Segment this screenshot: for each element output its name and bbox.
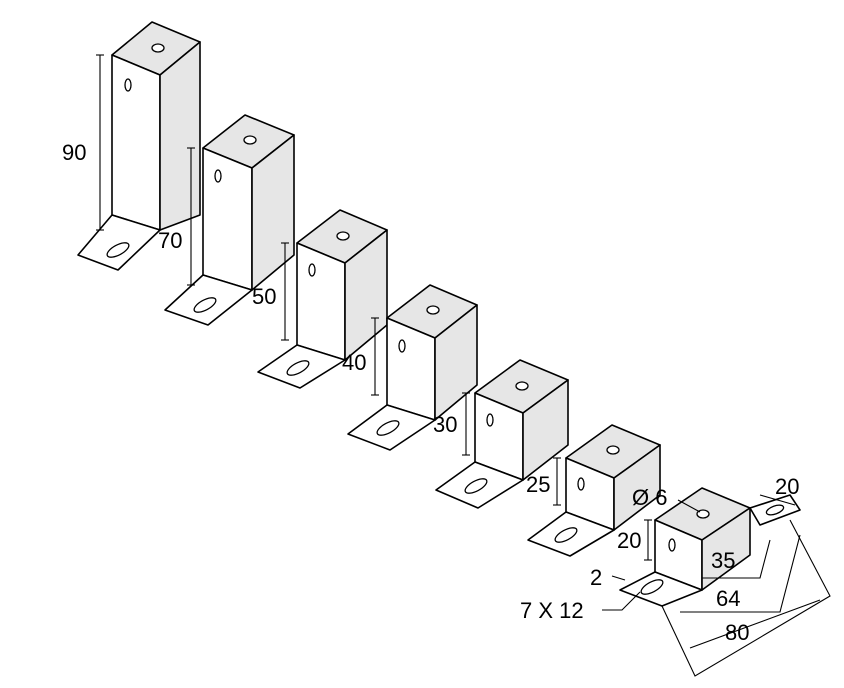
dim-slot: 7 X 12 [520,598,584,623]
height-label-25: 25 [526,472,550,497]
dim-hole-diameter: Ø 6 [632,485,667,510]
bracket-25 [527,424,661,557]
height-label-30: 30 [433,412,457,437]
dim-flange-width: 20 [775,474,799,499]
height-label-50: 50 [252,284,276,309]
bracket-20 [602,487,831,677]
height-label-40: 40 [342,350,366,375]
bracket-40 [347,284,478,451]
height-label-90: 90 [62,140,86,165]
dim-overall-width: 80 [725,620,749,645]
bracket-70 [164,114,295,326]
height-label-70: 70 [158,228,182,253]
bracket-30 [435,359,569,509]
bracket-50 [257,209,388,389]
height-label-20: 20 [617,528,641,553]
dim-thickness: 2 [590,565,602,590]
bracket-90 [77,21,201,271]
dim-inner-width: 35 [711,548,735,573]
dim-mid-width: 64 [716,586,740,611]
